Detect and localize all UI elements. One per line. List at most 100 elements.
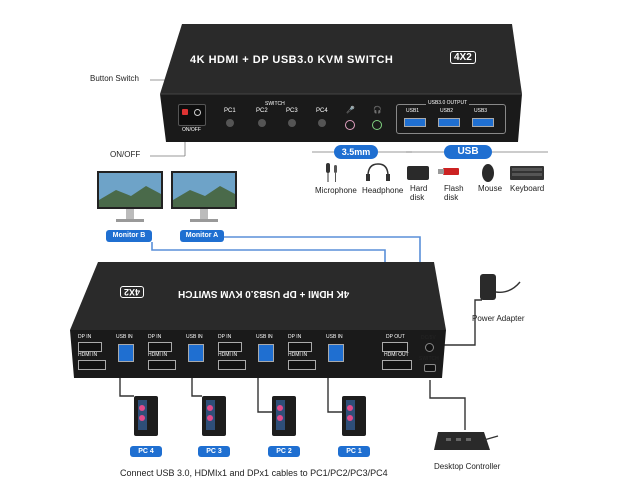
pc1-button[interactable] bbox=[226, 119, 234, 127]
hdmi-out-label: HDMI OUT bbox=[384, 352, 409, 358]
pc4-tower bbox=[132, 394, 160, 438]
desktop-controller-graphic bbox=[434, 426, 500, 458]
headphone-jack[interactable] bbox=[372, 120, 382, 130]
microphone-jack[interactable] bbox=[345, 120, 355, 130]
usb-in-label: USB IN bbox=[116, 334, 133, 340]
power-rocker-switch[interactable] bbox=[178, 104, 206, 126]
hdmi-in-label: HDMI IN bbox=[288, 352, 307, 358]
usb-in-port[interactable] bbox=[118, 344, 134, 362]
hard-disk-label-line1: Hard bbox=[410, 184, 427, 193]
switch-port[interactable] bbox=[424, 364, 436, 372]
dp-in-port[interactable] bbox=[148, 342, 172, 352]
usb-in-label: USB IN bbox=[256, 334, 273, 340]
hdmi-in-port[interactable] bbox=[288, 360, 316, 370]
microphone-icon: 🎤 bbox=[346, 106, 355, 114]
flash-disk-label-line2: disk bbox=[444, 193, 458, 202]
top-kvm-switch: 4K HDMI + DP USB3.0 KVM SWITCH 4X2 ON/OF… bbox=[160, 24, 522, 146]
usb-in-port[interactable] bbox=[188, 344, 204, 362]
dc-label: DC/5V bbox=[421, 335, 436, 341]
microphone-icon bbox=[326, 163, 337, 182]
microphone-label: Microphone bbox=[315, 186, 357, 195]
headphone-icon: 🎧 bbox=[373, 106, 382, 114]
dp-in-label: DP IN bbox=[148, 334, 161, 340]
flash-disk-label-line1: Flash bbox=[444, 184, 464, 193]
power-rocker-red-indicator bbox=[182, 109, 188, 115]
hdmi-out-port[interactable] bbox=[382, 360, 412, 370]
pc-button-label: PC4 bbox=[316, 108, 328, 114]
dp-in-port[interactable] bbox=[218, 342, 242, 352]
usb-in-label: USB IN bbox=[326, 334, 343, 340]
button-switch-callout: Button Switch bbox=[90, 74, 139, 83]
dp-in-label: DP IN bbox=[288, 334, 301, 340]
hdmi-in-port[interactable] bbox=[148, 360, 176, 370]
hard-disk-label-line2: disk bbox=[410, 193, 424, 202]
bottom-switch-title: 4K HDMI + DP USB3.0 KVM SWITCH bbox=[178, 288, 349, 299]
on-off-callout: ON/OFF bbox=[110, 150, 140, 159]
mouse-icon bbox=[482, 164, 494, 182]
pc2-button[interactable] bbox=[258, 119, 266, 127]
usb2-port[interactable] bbox=[438, 118, 460, 127]
keyboard-label: Keyboard bbox=[510, 184, 544, 193]
hdmi-in-label: HDMI IN bbox=[78, 352, 97, 358]
usb-port-label: USB2 bbox=[440, 108, 453, 114]
hard-disk-icon bbox=[407, 166, 429, 180]
bottom-switch-badge: 4X2 bbox=[120, 286, 144, 298]
hdmi-in-port[interactable] bbox=[218, 360, 246, 370]
usb-in-port[interactable] bbox=[328, 344, 344, 362]
monitor-b-graphic bbox=[96, 170, 166, 226]
power-rocker-circle-indicator bbox=[194, 109, 201, 116]
headphone-icon bbox=[366, 164, 390, 181]
usb1-port[interactable] bbox=[404, 118, 426, 127]
pc3-button[interactable] bbox=[288, 119, 296, 127]
dp-in-label: DP IN bbox=[78, 334, 91, 340]
power-label: ON/OFF bbox=[182, 127, 201, 133]
usb-in-label: USB IN bbox=[186, 334, 203, 340]
pc-button-label: PC1 bbox=[224, 108, 236, 114]
usb-port-label: USB3 bbox=[474, 108, 487, 114]
monitor-a-graphic bbox=[170, 170, 240, 226]
usb-in-port[interactable] bbox=[258, 344, 274, 362]
port-group-pc4: DP IN USB IN HDMI IN bbox=[76, 334, 142, 376]
desktop-controller-label: Desktop Controller bbox=[434, 462, 500, 471]
monitor-b-label: Monitor B bbox=[106, 230, 152, 242]
pc-button-group: PC1 PC2 PC3 PC4 bbox=[220, 108, 340, 136]
mouse-label: Mouse bbox=[478, 184, 502, 193]
monitor-a-label: Monitor A bbox=[180, 230, 224, 242]
pc4-label: PC 4 bbox=[130, 446, 162, 457]
pc2-tower bbox=[270, 394, 298, 438]
power-adapter-label: Power Adapter bbox=[472, 314, 524, 323]
hdmi-in-label: HDMI IN bbox=[148, 352, 167, 358]
flash-disk-icon bbox=[438, 168, 459, 175]
dc-power-port[interactable] bbox=[425, 343, 434, 352]
hdmi-in-label: HDMI IN bbox=[218, 352, 237, 358]
dp-out-port[interactable] bbox=[382, 342, 408, 352]
hdmi-in-port[interactable] bbox=[78, 360, 106, 370]
pc3-label: PC 3 bbox=[198, 446, 230, 457]
port-group-pc2: DP IN USB IN HDMI IN bbox=[216, 334, 282, 376]
power-adapter-graphic bbox=[470, 272, 530, 312]
dp-in-port[interactable] bbox=[288, 342, 312, 352]
pc-button-label: PC2 bbox=[256, 108, 268, 114]
dp-in-label: DP IN bbox=[218, 334, 231, 340]
top-switch-badge: 4X2 bbox=[450, 51, 476, 64]
usb-port-label: USB1 bbox=[406, 108, 419, 114]
port-group-pc3: DP IN USB IN HDMI IN bbox=[146, 334, 212, 376]
pc3-tower bbox=[200, 394, 228, 438]
keyboard-icon bbox=[510, 166, 544, 180]
port-group-pc1: DP IN USB IN HDMI IN bbox=[286, 334, 352, 376]
audio-pill: 3.5mm bbox=[334, 145, 378, 159]
switch-label: SWITCH bbox=[265, 101, 285, 107]
usb-pill: USB bbox=[444, 145, 492, 159]
footer-caption: Connect USB 3.0, HDMIx1 and DPx1 cables … bbox=[120, 468, 388, 478]
switch-port-label: SWITCH bbox=[419, 356, 439, 362]
top-switch-title: 4K HDMI + DP USB3.0 KVM SWITCH bbox=[190, 54, 393, 66]
pc2-label: PC 2 bbox=[268, 446, 300, 457]
usb3-port[interactable] bbox=[472, 118, 494, 127]
headphone-label: Headphone bbox=[362, 186, 403, 195]
dp-in-port[interactable] bbox=[78, 342, 102, 352]
pc1-label: PC 1 bbox=[338, 446, 370, 457]
pc4-button[interactable] bbox=[318, 119, 326, 127]
dp-out-label: DP OUT bbox=[386, 334, 405, 340]
